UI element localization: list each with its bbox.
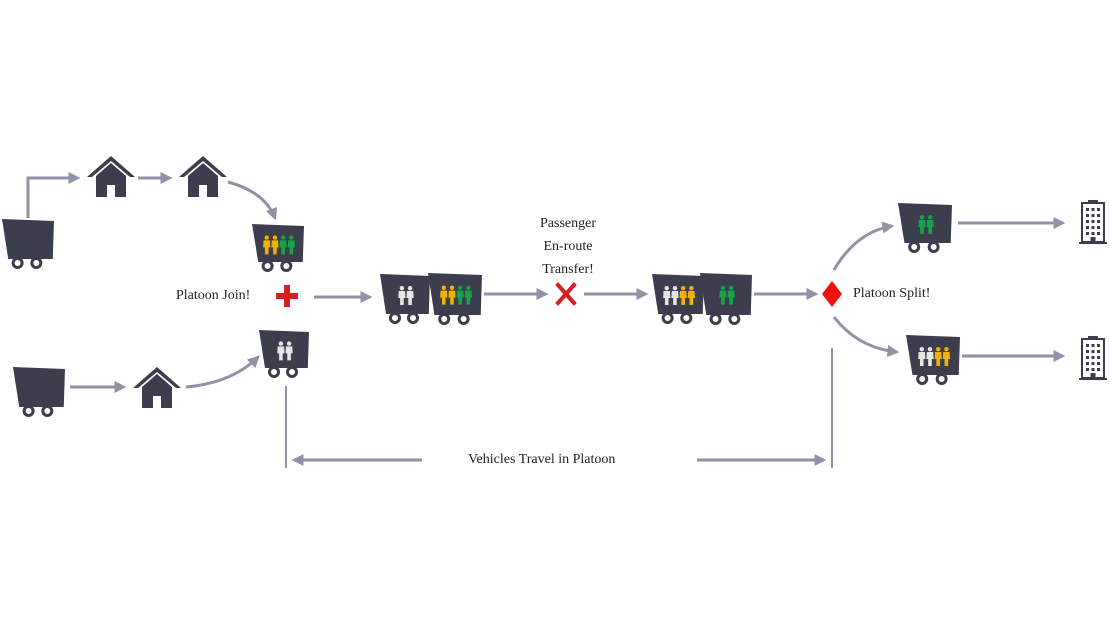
office-building-icon [1078,336,1108,380]
house-icon [87,156,135,197]
transfer-label-line1: Passenger [540,216,596,231]
platoon-travel-label: Vehicles Travel in Platoon [468,452,616,467]
arrow-split-to-lower [832,316,900,357]
passengers [918,215,934,234]
house-icon [133,367,181,408]
platoon-split-label: Platoon Split! [853,286,931,301]
passengers [440,285,472,305]
flow-arrows [26,172,1066,466]
transfer-label-line3: Transfer! [542,262,594,277]
passengers [263,235,295,255]
passengers [719,285,735,305]
destinations [1078,200,1108,380]
transfer-label: Passenger En-route Transfer! [520,212,616,281]
vehicle [252,224,304,272]
passengers [663,286,695,305]
vehicle [428,273,482,325]
passengers [277,341,293,361]
vehicle [700,273,752,325]
house-icon [179,156,227,197]
office-building-icon [1078,200,1108,244]
passengers [398,286,414,305]
vehicle [906,335,960,385]
vehicle [898,203,952,253]
diamond-icon [822,281,842,307]
transfer-label-line2: En-route [543,239,593,254]
homes [87,156,227,408]
vehicle [259,330,309,378]
vehicle [652,274,704,324]
arrow-start-to-home1 [26,172,81,218]
vehicle [2,219,54,269]
plus-icon [276,285,298,307]
vehicle [13,367,65,417]
arrow-lower-home-to-vehicle [185,355,260,389]
platoon-join-label: Platoon Join! [176,288,251,303]
vehicles [2,203,960,417]
passengers [918,347,950,366]
arrow-home2-to-vehicle [227,180,278,221]
vehicle [380,274,430,324]
arrow-split-to-upper [832,221,895,271]
platoon-span-bounds [285,348,833,468]
cross-icon [555,282,577,306]
